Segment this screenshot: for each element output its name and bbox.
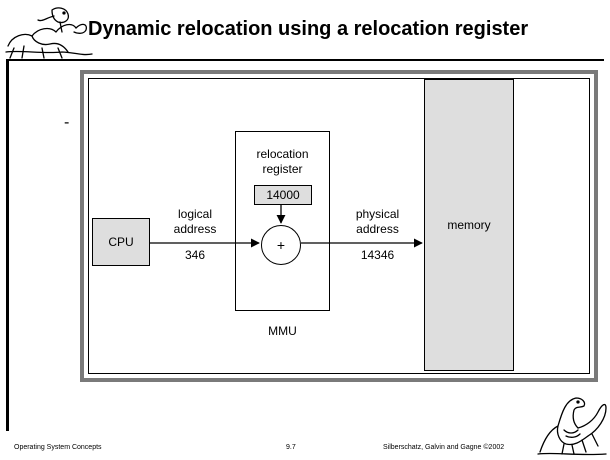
adder-symbol: + <box>276 237 286 253</box>
physical-address-label: physical address <box>355 207 400 236</box>
slide-bullet: - <box>64 114 70 131</box>
relocation-register-label: relocation register <box>256 147 309 176</box>
adder-node: + <box>261 225 301 265</box>
physical-address-value: 14346 <box>360 248 395 262</box>
left-margin-bar <box>6 61 9 431</box>
logical-address-value: 346 <box>184 248 206 262</box>
mmu-label: MMU <box>268 324 297 338</box>
footer-slide-number: 9.7 <box>286 444 296 451</box>
title-divider <box>6 59 604 61</box>
cpu-label: CPU <box>108 235 134 249</box>
cpu-box: CPU <box>92 218 150 266</box>
logical-address-label: logical address <box>173 207 217 236</box>
relocation-register-value-text: 14000 <box>266 188 300 202</box>
memory-block: memory <box>424 79 514 371</box>
footer-authors: Silberschatz, Galvin and Gagne ©2002 <box>383 444 505 451</box>
slide-title: Dynamic relocation using a relocation re… <box>88 18 529 40</box>
dinosaur-top-left-icon <box>5 7 93 59</box>
dinosaur-bottom-right-icon <box>537 397 607 456</box>
relocation-register-value: 14000 <box>254 185 312 205</box>
memory-label: memory <box>447 218 491 232</box>
footer-course-title: Operating System Concepts <box>14 444 102 451</box>
